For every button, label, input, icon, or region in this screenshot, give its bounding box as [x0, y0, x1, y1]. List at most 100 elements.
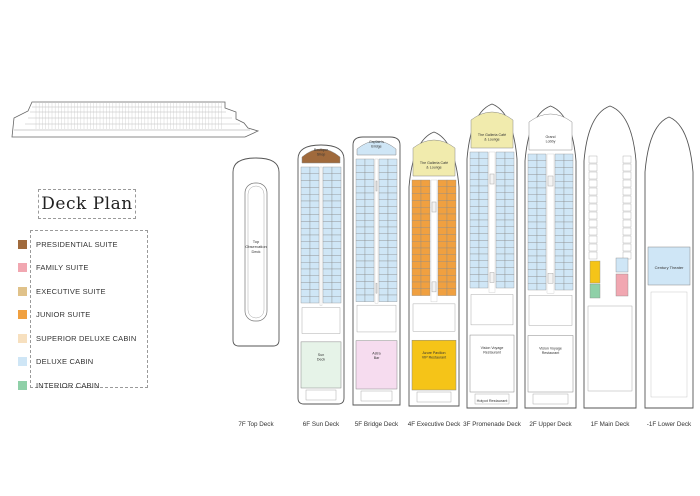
cabin [469, 158, 480, 166]
cabin [378, 260, 389, 268]
public-area [300, 341, 342, 389]
cabin [504, 281, 515, 289]
corridor [546, 153, 555, 294]
stern-area [474, 393, 510, 405]
cabin [300, 241, 311, 249]
cabin [309, 234, 320, 242]
cabin [387, 233, 398, 241]
cabin [527, 160, 538, 168]
stairwell [431, 281, 437, 293]
utility-zone [470, 294, 514, 326]
cabin [411, 200, 422, 208]
cabin [504, 226, 515, 234]
crew-cabin [588, 219, 598, 228]
cabin [478, 274, 489, 282]
deck-plan-title: Deck Plan [41, 194, 133, 214]
public-area [411, 339, 457, 391]
cabin [478, 172, 489, 180]
cabin [331, 221, 342, 229]
cabin [300, 268, 311, 276]
bow-area [470, 111, 514, 149]
cabin [504, 151, 515, 159]
cabin [469, 267, 480, 275]
deck[interactable]: Century Theater-1F Lower Deck [644, 116, 694, 428]
cabin [446, 268, 457, 276]
crew-cabin [588, 243, 598, 252]
cabin [322, 194, 333, 202]
bow-area [301, 148, 341, 164]
cabin [554, 249, 565, 257]
cabin [420, 241, 431, 249]
cabin [495, 179, 506, 187]
cabin [536, 262, 547, 270]
deck[interactable]: 1F Main Deck [583, 105, 637, 428]
legend-label: SUPERIOR DELUXE CABIN [36, 333, 137, 343]
cabin [563, 167, 574, 175]
cabin [469, 260, 480, 268]
cabin [504, 199, 515, 207]
cabin [536, 242, 547, 250]
cabin [420, 261, 431, 269]
cabin [364, 213, 375, 221]
cabin [378, 179, 389, 187]
lower-area [650, 291, 688, 398]
cabin [331, 194, 342, 202]
cabin [378, 199, 389, 207]
cabin [495, 233, 506, 241]
cabin [411, 220, 422, 228]
cabin [411, 179, 422, 187]
cabin [355, 220, 366, 228]
cabin [355, 254, 366, 262]
legend-label: JUNIOR SUITE [36, 310, 91, 319]
cabin [527, 181, 538, 189]
cabin [563, 283, 574, 291]
cabin [387, 226, 398, 234]
legend-label: EXECUTIVE SUITE [36, 286, 106, 296]
cabin [446, 193, 457, 201]
cabin [387, 158, 398, 166]
cabin [387, 288, 398, 296]
cabin [536, 153, 547, 161]
crew-cabin [622, 211, 632, 220]
cabin [411, 281, 422, 289]
cabin [322, 221, 333, 229]
cabin [420, 275, 431, 283]
cabin [527, 221, 538, 229]
cabin [495, 151, 506, 159]
cabin [446, 288, 457, 296]
deck-label: 7F Top Deck [238, 421, 274, 428]
stern-area [305, 389, 337, 401]
cabin [478, 219, 489, 227]
cabin [495, 213, 506, 221]
cabin [355, 199, 366, 207]
cabin [309, 207, 320, 215]
cabin [300, 234, 311, 242]
cabin [309, 296, 320, 304]
cabin [437, 281, 448, 289]
cabin [563, 174, 574, 182]
cabin [554, 221, 565, 229]
deck-label: 1F Main Deck [591, 421, 631, 428]
cabin [322, 234, 333, 242]
cabin [478, 199, 489, 207]
cabin [554, 215, 565, 223]
cabin [527, 235, 538, 243]
crew-cabin [622, 235, 632, 244]
cabin [478, 247, 489, 255]
crew-cabin [588, 235, 598, 244]
cabin [504, 206, 515, 214]
cabin [469, 151, 480, 159]
deck-label: 3F Promenade Deck [463, 421, 522, 428]
cabin [495, 185, 506, 193]
